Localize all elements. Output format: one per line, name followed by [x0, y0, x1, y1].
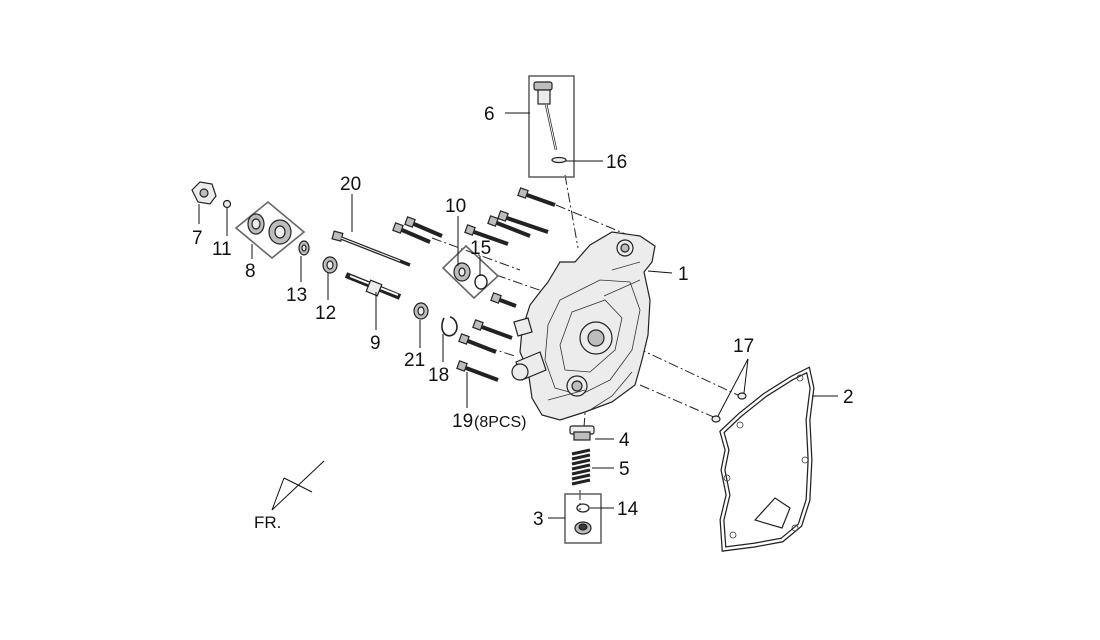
crankcase-cover-part — [511, 231, 656, 421]
callout-6: 6 — [484, 104, 495, 125]
drain-assembly — [564, 425, 602, 544]
long-bolt-part — [331, 230, 411, 267]
callout-21: 21 — [404, 350, 425, 371]
small-parts — [191, 181, 747, 423]
callout-10: 10 — [445, 196, 466, 217]
callout-16: 16 — [606, 152, 627, 173]
callout-13: 13 — [286, 285, 307, 306]
callout-7: 7 — [192, 228, 203, 249]
callout-17: 17 — [733, 336, 754, 357]
leader-lines — [198, 112, 838, 519]
callout-9: 9 — [370, 333, 381, 354]
callout-4: 4 — [619, 430, 630, 451]
dipstick-part — [528, 75, 575, 178]
callout-5: 5 — [619, 459, 630, 480]
callout-2: 2 — [843, 387, 854, 408]
cover-bolts — [392, 187, 556, 382]
callout-labels: 6 16 1 2 17 4 5 14 3 7 11 8 13 12 9 21 1… — [192, 104, 854, 532]
callout-19: 19 — [452, 411, 473, 432]
callout-11: 11 — [212, 239, 232, 260]
callout-8: 8 — [245, 261, 256, 282]
callout-15: 15 — [470, 238, 491, 259]
callout-19-quantity: (8PCS) — [474, 414, 526, 431]
callout-18: 18 — [428, 365, 449, 386]
callout-14: 14 — [617, 499, 639, 520]
callout-3: 3 — [533, 509, 544, 530]
front-direction-arrow-icon — [271, 460, 325, 511]
callout-20-number: 20 — [340, 174, 361, 195]
spring — [571, 448, 591, 486]
callout-1: 1 — [678, 264, 689, 285]
gasket-part — [719, 366, 815, 552]
shaft-part — [344, 272, 402, 300]
callout-12: 12 — [315, 303, 336, 324]
front-direction-label: FR. — [254, 513, 281, 532]
